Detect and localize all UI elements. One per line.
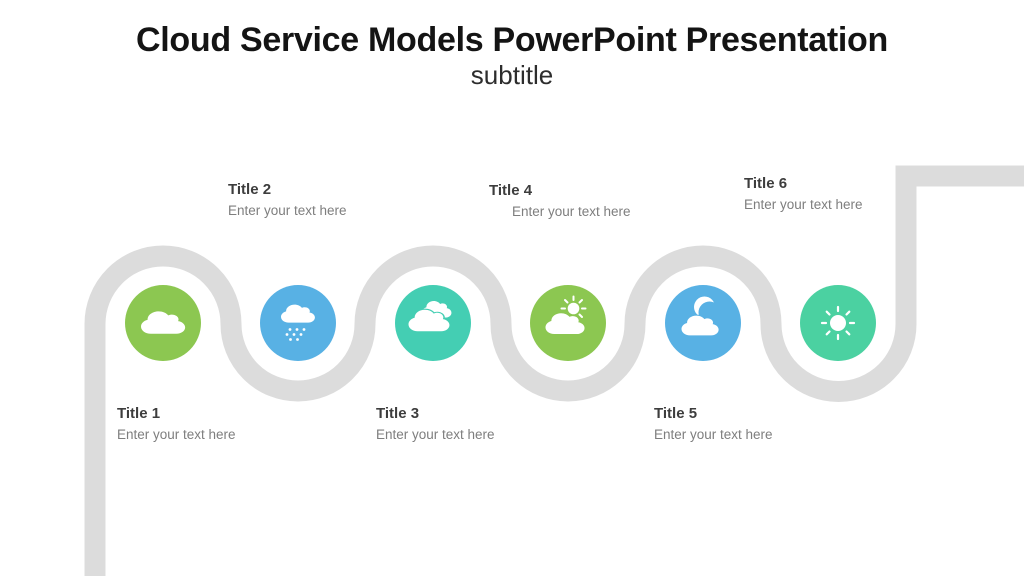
item-title[interactable]: Title 5	[654, 405, 698, 422]
item-title[interactable]: Title 4	[489, 182, 533, 199]
milestone-node-1[interactable]	[122, 282, 204, 364]
slide-title: Cloud Service Models PowerPoint Presenta…	[136, 21, 888, 59]
slide-subtitle: subtitle	[470, 60, 554, 90]
item-title[interactable]: Title 1	[117, 405, 161, 422]
label-item-6: Title 6 Enter your text here	[744, 174, 863, 213]
header: Cloud Service Models PowerPoint Presenta…	[0, 22, 1024, 90]
milestone-node-6[interactable]	[797, 282, 879, 364]
milestone-node-4[interactable]	[527, 282, 609, 364]
item-text-placeholder[interactable]: Enter your text here	[117, 427, 236, 442]
item-text-placeholder[interactable]: Enter your text here	[512, 204, 631, 219]
milestone-node-2[interactable]	[257, 282, 339, 364]
milestone-node-3[interactable]	[392, 282, 474, 364]
label-item-5: Title 5 Enter your text here	[654, 404, 773, 443]
item-text-placeholder[interactable]: Enter your text here	[228, 203, 347, 218]
rain-cloud-icon	[281, 304, 315, 341]
label-item-1: Title 1 Enter your text here	[117, 404, 236, 443]
label-item-4: Title 4 Enter your text here	[489, 181, 631, 220]
item-text-placeholder[interactable]: Enter your text here	[376, 427, 495, 442]
item-title[interactable]: Title 6	[744, 175, 788, 192]
sun-icon	[820, 305, 856, 341]
item-title[interactable]: Title 3	[376, 405, 420, 422]
milestone-node-5[interactable]	[662, 282, 744, 364]
label-item-3: Title 3 Enter your text here	[376, 404, 495, 443]
label-item-2: Title 2 Enter your text here	[228, 180, 347, 219]
moon-cloud-icon	[680, 296, 721, 337]
item-title[interactable]: Title 2	[228, 181, 272, 198]
item-text-placeholder[interactable]: Enter your text here	[744, 197, 863, 212]
node-circle[interactable]	[260, 285, 336, 361]
sun-cloud-icon	[544, 295, 587, 336]
item-text-placeholder[interactable]: Enter your text here	[654, 427, 773, 442]
road-stroke	[84, 165, 1024, 576]
